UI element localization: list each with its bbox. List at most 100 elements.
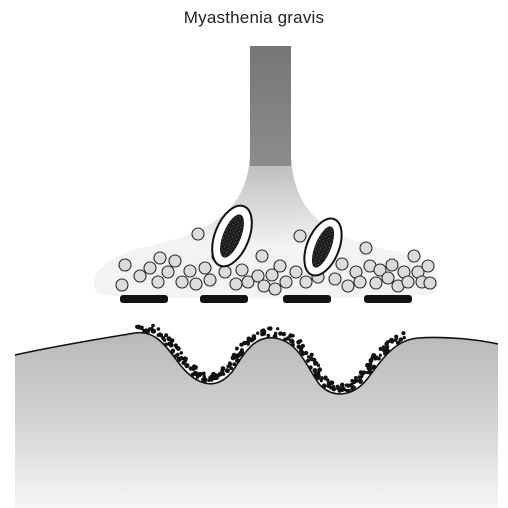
receptor-particle — [372, 365, 377, 370]
receptor-particle — [336, 386, 341, 391]
synaptic-vesicle — [219, 266, 231, 278]
receptor-particle — [399, 337, 403, 341]
synaptic-vesicle — [280, 276, 292, 288]
synaptic-vesicle — [152, 276, 164, 288]
receptor-particle — [362, 370, 366, 374]
receptor-particle — [202, 372, 206, 376]
receptor-particle — [282, 332, 286, 336]
receptor-particle — [395, 337, 398, 340]
synaptic-vesicle — [386, 259, 398, 271]
receptor-particle — [202, 379, 207, 384]
receptor-particle — [185, 357, 188, 360]
synaptic-vesicle — [360, 242, 372, 254]
receptor-particle — [256, 332, 259, 335]
synaptic-vesicle — [119, 259, 131, 271]
receptor-particle — [340, 383, 345, 388]
receptor-particle — [322, 383, 326, 387]
receptor-particle — [296, 340, 301, 345]
muscle-fiber — [15, 333, 498, 508]
synaptic-vesicle — [382, 272, 394, 284]
synaptic-vesicle — [424, 277, 436, 289]
receptor-particle — [352, 386, 356, 390]
receptor-particle — [310, 353, 314, 357]
receptor-particle — [193, 365, 198, 370]
receptor-particle — [176, 353, 180, 357]
receptor-particle — [225, 368, 230, 373]
receptor-particle — [371, 353, 376, 358]
release-site — [283, 295, 331, 303]
receptor-particle — [330, 381, 335, 386]
receptor-particle — [300, 351, 304, 355]
receptor-particle — [368, 362, 373, 367]
release-site — [364, 295, 412, 303]
synaptic-vesicle — [199, 262, 211, 274]
synaptic-vesicle — [256, 250, 268, 262]
receptor-particle — [317, 364, 320, 367]
synaptic-vesicle — [236, 264, 248, 276]
synaptic-vesicle — [176, 276, 188, 288]
receptor-particle — [276, 327, 279, 330]
receptor-particle — [402, 336, 405, 339]
axon — [250, 46, 291, 166]
synaptic-vesicle — [329, 273, 341, 285]
receptor-particle — [222, 372, 225, 375]
receptor-particle — [382, 345, 385, 348]
synaptic-vesicle — [290, 266, 302, 278]
synaptic-vesicle — [258, 280, 270, 292]
synaptic-vesicle — [402, 276, 414, 288]
receptor-particle — [262, 330, 266, 334]
synaptic-vesicle — [144, 262, 156, 274]
release-site — [200, 295, 248, 303]
synaptic-vesicle — [190, 278, 202, 290]
receptor-particle — [268, 326, 273, 331]
receptor-particle — [332, 387, 336, 391]
receptor-particle — [169, 343, 174, 348]
receptor-particle — [235, 347, 239, 351]
receptor-particle — [232, 362, 236, 366]
receptor-particle — [347, 389, 351, 393]
receptor-particle — [171, 338, 175, 342]
receptor-particle — [266, 334, 270, 338]
receptor-particle — [164, 333, 168, 337]
receptor-particle — [367, 370, 372, 375]
synaptic-vesicle — [336, 258, 348, 270]
receptor-particle — [354, 378, 359, 383]
receptor-particle — [401, 331, 405, 335]
release-site — [120, 295, 168, 303]
synaptic-vesicle — [274, 260, 286, 272]
synaptic-vesicle — [116, 279, 128, 291]
synaptic-vesicle — [294, 230, 306, 242]
synaptic-vesicle — [342, 280, 354, 292]
receptor-particle — [252, 334, 257, 339]
synaptic-vesicle — [184, 265, 196, 277]
synaptic-vesicle — [192, 228, 204, 240]
synaptic-vesicle — [269, 283, 281, 295]
receptor-particle — [151, 324, 155, 328]
receptor-particle — [240, 348, 244, 352]
synaptic-vesicle — [154, 252, 166, 264]
synaptic-vesicle — [169, 255, 181, 267]
synaptic-vesicle — [230, 278, 242, 290]
receptor-particle — [157, 327, 161, 331]
receptor-particle — [291, 334, 295, 338]
receptor-particle — [390, 339, 394, 343]
synaptic-vesicle — [204, 274, 216, 286]
receptor-particle — [180, 351, 183, 354]
receptor-particle — [171, 351, 174, 354]
receptor-particle — [289, 339, 294, 344]
receptor-particle — [176, 346, 181, 351]
receptor-particle — [283, 338, 287, 342]
receptor-particle — [379, 354, 382, 357]
synaptic-vesicle — [354, 276, 366, 288]
receptor-particle — [317, 377, 321, 381]
receptor-particle — [229, 363, 232, 366]
synaptic-vesicle — [408, 250, 420, 262]
receptor-particle — [222, 367, 225, 370]
receptor-particle — [377, 356, 381, 360]
synaptic-vesicle — [134, 270, 146, 282]
receptor-particle — [385, 349, 390, 354]
receptor-particle — [151, 329, 156, 334]
receptor-particle — [304, 351, 308, 355]
receptor-particle — [308, 365, 312, 369]
